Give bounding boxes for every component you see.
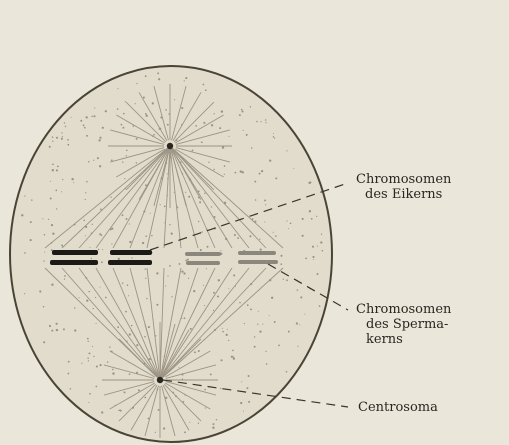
centrosome-top [167,143,173,149]
label-chromosomen-spermakern: Chromosomen des Sperma- kerns [356,302,451,347]
centrosome-bottom [157,377,163,383]
label-chromosomen-eikern: Chromosomen des Eikerns [356,172,451,202]
label-centrosoma: Centrosoma [358,400,438,415]
